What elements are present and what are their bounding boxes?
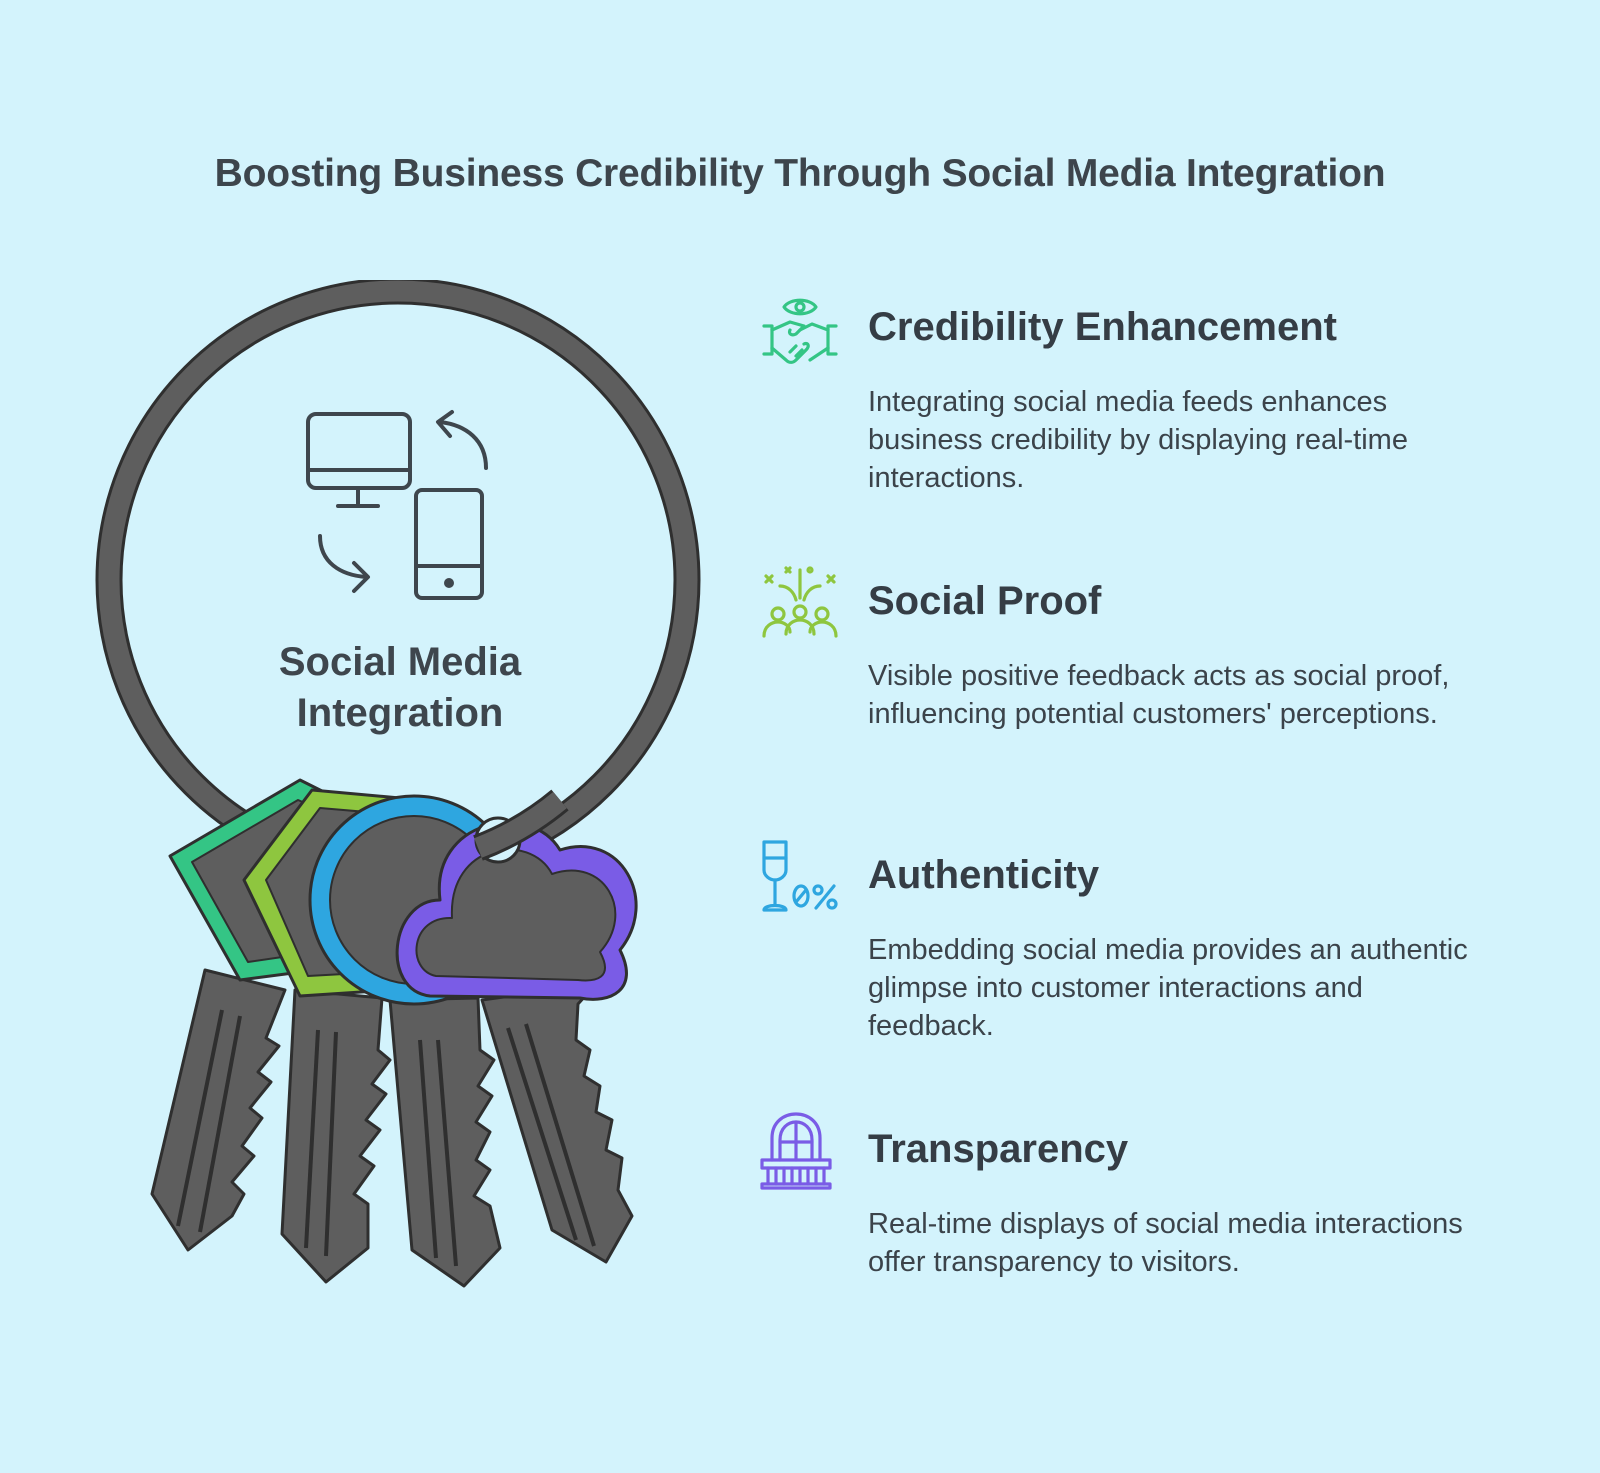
item-heading: Authenticity	[868, 853, 1100, 897]
glass-percent-icon: 0%	[762, 840, 838, 912]
hub-label-line1: Social Media	[278, 640, 522, 684]
key-4-head	[395, 816, 638, 1001]
item-description: Embedding social media provides an authe…	[868, 934, 1468, 1042]
item-heading: Transparency	[868, 1127, 1129, 1171]
item-description: Integrating social media feeds enhances …	[868, 386, 1408, 494]
devices-sync-icon	[306, 410, 488, 600]
celebrating-group-icon	[762, 566, 838, 638]
item-heading: Credibility Enhancement	[868, 305, 1337, 349]
handshake-eye-icon	[762, 298, 838, 364]
hub-label: Social Media Integration	[250, 637, 550, 739]
hub-label-line2: Integration	[296, 691, 504, 735]
key-4-blade	[480, 982, 634, 1264]
item-description: Real-time displays of social media inter…	[868, 1208, 1463, 1278]
key-1-blade	[150, 968, 287, 1252]
key-3-blade	[388, 996, 502, 1288]
item-description: Visible positive feedback acts as social…	[868, 660, 1450, 730]
item-heading: Social Proof	[868, 579, 1102, 623]
window-balcony-icon	[760, 1112, 832, 1190]
key-2-blade	[280, 988, 392, 1284]
page-title: Boosting Business Credibility Through So…	[214, 152, 1386, 195]
keyring-illustration	[95, 280, 701, 1288]
